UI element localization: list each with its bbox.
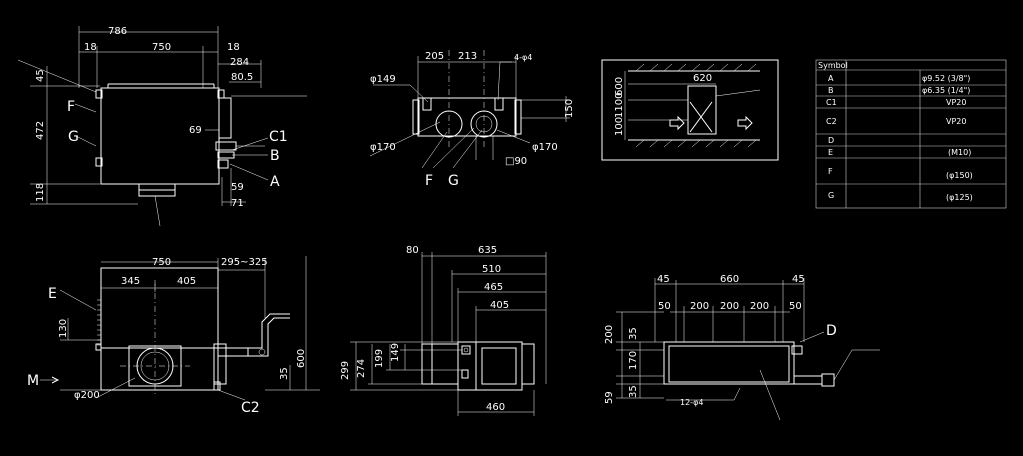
- dim-405: 405: [177, 276, 196, 287]
- label-g-top: G: [448, 173, 459, 189]
- dim-284: 284: [230, 57, 249, 68]
- table-symbol-g: G: [828, 191, 834, 200]
- dim-50-left: 50: [658, 301, 671, 312]
- table-symbol-d: D: [828, 136, 834, 145]
- top-middle-view: 205 213 4-φ4 φ149 150 φ170 φ170 □90 F G: [369, 50, 575, 189]
- dim-750: 750: [152, 42, 171, 53]
- label-c1: C1: [269, 129, 288, 145]
- table-value-b: φ6.35 (1/4"): [922, 86, 970, 95]
- label-b: B: [270, 148, 280, 164]
- dim-405-end: 405: [490, 300, 509, 311]
- dim-sq90: □90: [505, 156, 527, 167]
- dim-460: 460: [486, 402, 505, 413]
- dim-45-right: 45: [792, 274, 805, 285]
- dim-phi200: φ200: [74, 390, 100, 401]
- dim-786: 786: [108, 26, 127, 37]
- dim-phi149: φ149: [370, 74, 396, 85]
- dim-170: 170: [628, 351, 639, 370]
- table-value-c1: VP20: [946, 98, 966, 107]
- dim-750-bottom: 750: [152, 257, 171, 268]
- dim-12-holes: 12-φ4: [680, 398, 703, 407]
- dim-600: 600: [614, 77, 625, 96]
- top-left-view: 786 18 750 18 284 80.5 45 472 118 69 59 …: [17, 26, 307, 227]
- dim-299: 299: [340, 361, 351, 380]
- dim-149: 149: [390, 343, 401, 362]
- dim-80: 80: [406, 245, 419, 256]
- dim-130: 130: [58, 319, 69, 338]
- label-f: F: [67, 99, 75, 115]
- dim-59: 59: [231, 182, 244, 193]
- dim-100: 100: [614, 117, 625, 136]
- table-symbol-c2: C2: [826, 117, 837, 126]
- dim-71: 71: [231, 198, 244, 209]
- dim-295-325: 295~325: [221, 257, 268, 268]
- table-value-g: (φ125): [946, 193, 973, 202]
- dim-345: 345: [121, 276, 140, 287]
- label-d: D: [826, 323, 837, 339]
- dim-600-bottom: 600: [296, 349, 307, 368]
- dim-45-left: 45: [657, 274, 670, 285]
- table-symbol-a: A: [828, 74, 834, 83]
- table-value-c2: VP20: [946, 117, 966, 126]
- dim-620: 620: [693, 73, 712, 84]
- dim-465: 465: [484, 282, 503, 293]
- label-a: A: [270, 174, 280, 190]
- dim-200-c: 200: [750, 301, 769, 312]
- table-value-a: φ9.52 (3/8"): [922, 74, 970, 83]
- label-f-top: F: [425, 173, 433, 189]
- dim-635: 635: [478, 245, 497, 256]
- dim-200-a: 200: [690, 301, 709, 312]
- dim-200-b: 200: [720, 301, 739, 312]
- dim-18-left: 18: [84, 42, 97, 53]
- label-m: M: [27, 373, 39, 389]
- dim-80-5: 80.5: [231, 72, 253, 83]
- table-value-f: (φ150): [946, 171, 973, 180]
- dim-213: 213: [458, 51, 477, 62]
- dim-205: 205: [425, 51, 444, 62]
- label-c2: C2: [241, 400, 260, 416]
- table-symbol-c1: C1: [826, 98, 837, 107]
- dim-50-right: 50: [789, 301, 802, 312]
- bottom-middle-view: 80 635 510 465 405 299 274 199 149 460: [340, 245, 547, 416]
- dim-18-right: 18: [227, 42, 240, 53]
- table-header-symbol: Symbol: [818, 61, 848, 70]
- table-value-e: (M10): [948, 148, 971, 157]
- dim-45: 45: [35, 69, 46, 82]
- dim-59: 59: [604, 391, 615, 404]
- dim-35-bottom: 35: [628, 385, 639, 398]
- dim-phi170-right: φ170: [532, 142, 558, 153]
- dim-35-top: 35: [628, 327, 639, 340]
- table-symbol-f: F: [828, 167, 833, 176]
- table-symbol-e: E: [828, 148, 833, 157]
- dim-118: 118: [35, 183, 46, 202]
- dim-69: 69: [189, 125, 202, 136]
- symbol-table: Symbol A φ9.52 (3/8") B φ6.35 (1/4") C1 …: [815, 59, 1007, 209]
- table-symbol-b: B: [828, 86, 834, 95]
- dim-phi170-left: φ170: [370, 142, 396, 153]
- dim-150: 150: [564, 99, 575, 118]
- dim-4-holes: 4-φ4: [514, 53, 532, 62]
- install-diagram: 620 600 1100 100: [601, 59, 779, 161]
- dim-472: 472: [35, 121, 46, 140]
- label-g: G: [68, 129, 79, 145]
- dim-274: 274: [356, 359, 367, 378]
- dim-199: 199: [374, 349, 385, 368]
- dim-200-left: 200: [604, 325, 615, 344]
- label-e: E: [48, 286, 57, 302]
- bottom-left-view: 750 345 405 295~325 130 35 600 φ200 E M …: [27, 256, 320, 416]
- dim-35: 35: [279, 367, 290, 380]
- dim-660: 660: [720, 274, 739, 285]
- dim-1100: 1100: [614, 93, 625, 118]
- bottom-right-view: 45 660 45 50 200 200 200 50 200 35 170 3…: [604, 274, 880, 421]
- dim-510: 510: [482, 264, 501, 275]
